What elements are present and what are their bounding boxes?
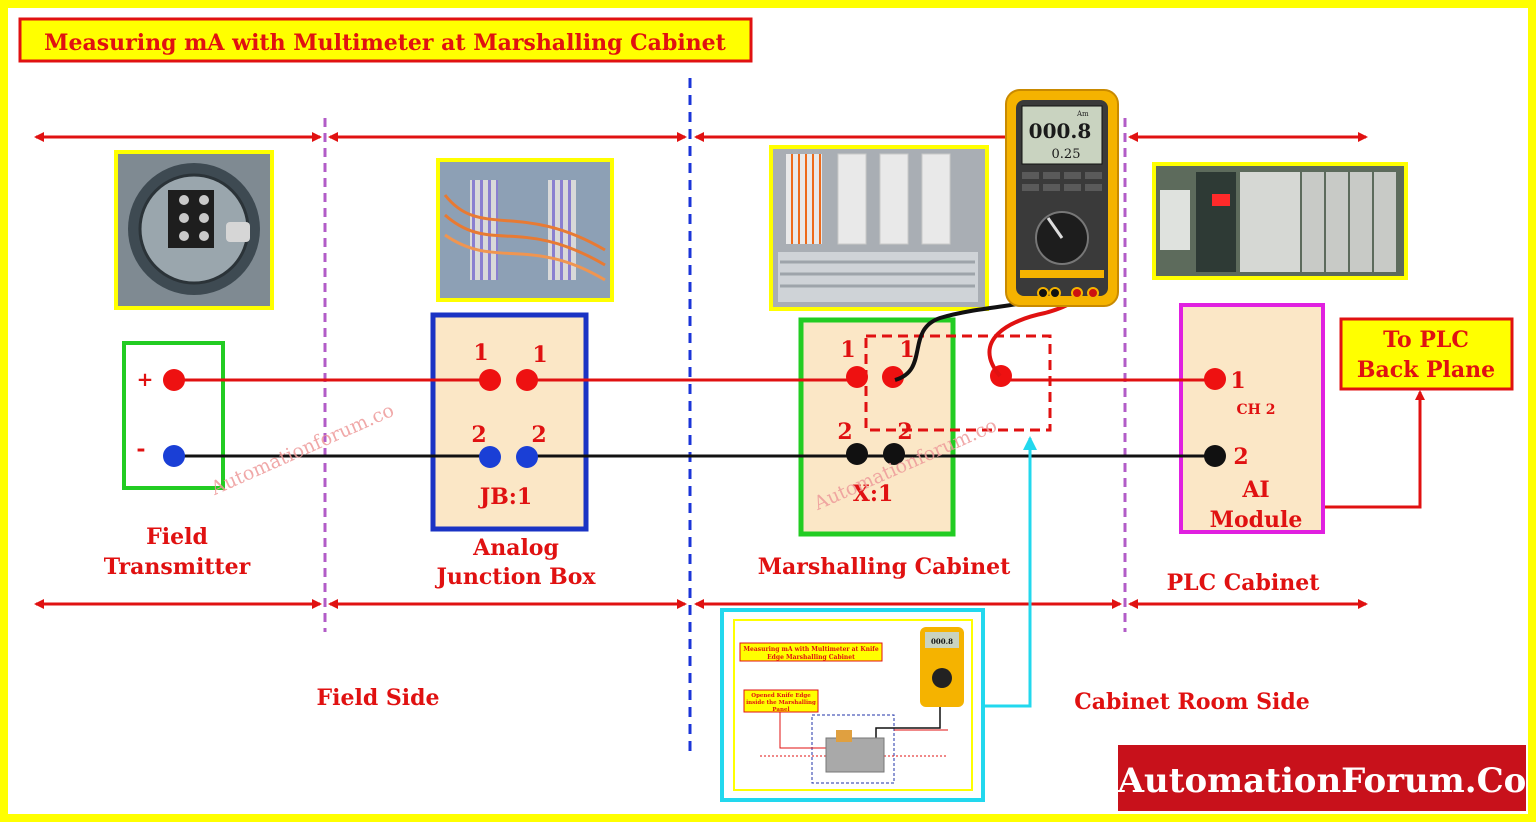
- inset-title-line2: Edge Marshalling Cabinet: [767, 654, 855, 661]
- transmitter-minus-terminal: [163, 445, 185, 467]
- marshalling-photo: [769, 145, 989, 311]
- ai-terminal-2: [1204, 445, 1226, 467]
- ai-label-line1: AI: [1241, 477, 1269, 503]
- multimeter-main-reading: 000.8: [1029, 119, 1092, 143]
- jb-terminal-2b: [516, 446, 538, 468]
- terminals: [163, 365, 1226, 468]
- jb-terminal-1b: [516, 369, 538, 391]
- jb-id-label: JB:1: [478, 484, 532, 510]
- inset-note-line1: Opened Knife Edge: [751, 693, 811, 699]
- inset-diagram: Measuring mA with Multimeter at Knife Ed…: [720, 608, 985, 802]
- x1-terminal-2b-label: 2: [897, 419, 912, 445]
- to-plc-box: To PLC Back Plane: [1339, 317, 1514, 391]
- ai-label-line2: Module: [1210, 507, 1303, 533]
- jb-box: 1 1 2 2 JB:1: [430, 312, 589, 532]
- jb-terminal-1a: [479, 369, 501, 391]
- brand-text: AutomationForum.Co: [1117, 761, 1527, 801]
- x1-id-label: X:1: [853, 481, 894, 507]
- jb-terminal-1a-label: 1: [473, 340, 488, 366]
- page-title: Measuring mA with Multimeter at Marshall…: [44, 30, 727, 56]
- x1-terminal-2a-label: 2: [837, 419, 852, 445]
- junction-box-photo: [436, 158, 614, 302]
- inset-pointer-arrowhead: [1023, 436, 1037, 450]
- inset-title-line1: Measuring mA with Multimeter at Knife: [743, 646, 878, 653]
- ai-module-box: 1 CH 2 2 AI Module: [1179, 303, 1325, 534]
- x1-terminal-1b: [882, 366, 904, 388]
- transmitter-photo: [114, 150, 274, 310]
- x1-terminal-2b: [883, 443, 905, 465]
- jb-label-line1: Analog: [472, 535, 559, 561]
- backplane-arrow: [1325, 390, 1425, 509]
- jb-label-line2: Junction Box: [434, 564, 596, 590]
- ai-terminal-1: [1204, 368, 1226, 390]
- to-plc-line2: Back Plane: [1357, 357, 1495, 383]
- jb-terminal-2a-label: 2: [471, 422, 486, 448]
- multimeter-unit: Am: [1076, 110, 1089, 118]
- jb-terminal-2a: [479, 446, 501, 468]
- field-side-label: Field Side: [317, 685, 440, 711]
- ai-channel-label: CH 2: [1237, 402, 1276, 418]
- transmitter-label-line1: Field: [146, 524, 208, 550]
- transmitter-label-line2: Transmitter: [104, 554, 251, 580]
- title-box: Measuring mA with Multimeter at Marshall…: [18, 17, 753, 63]
- x1-terminal-1a-label: 1: [840, 337, 855, 363]
- transmitter-minus-label: -: [136, 436, 145, 462]
- jb-terminal-1b-label: 1: [532, 342, 547, 368]
- plc-photo: [1152, 162, 1408, 280]
- multimeter: Am 000.8 0.25: [1005, 89, 1119, 307]
- inset-note-line3: Panel: [772, 707, 789, 713]
- marshalling-box: 1 1 2 2 X:1: [798, 317, 1052, 537]
- jb-terminal-2b-label: 2: [531, 422, 546, 448]
- ai-terminal-2-label: 2: [1233, 444, 1248, 470]
- inset-note-line2: inside the Marshalling: [746, 700, 816, 706]
- ai-terminal-1-label: 1: [1230, 368, 1245, 394]
- knife-edge-dashed-box: [864, 334, 1052, 432]
- plc-cabinet-label: PLC Cabinet: [1167, 570, 1321, 596]
- x1-terminal-1b-label: 1: [899, 337, 914, 363]
- inset-pointer-line: [983, 438, 1032, 708]
- x1-terminal-2a: [846, 443, 868, 465]
- marshalling-label: Marshalling Cabinet: [758, 554, 1011, 580]
- transmitter-plus-label: +: [137, 367, 154, 391]
- inset-multimeter-reading: 000.8: [931, 637, 953, 646]
- multimeter-sub-reading: 0.25: [1052, 147, 1081, 162]
- cabinet-room-side-label: Cabinet Room Side: [1074, 689, 1310, 715]
- to-plc-line1: To PLC: [1383, 327, 1469, 353]
- brand-banner: AutomationForum.Co: [1117, 745, 1527, 811]
- transmitter-plus-terminal: [163, 369, 185, 391]
- watermark-left: Automationforum.co: [207, 399, 397, 500]
- x1-terminal-1a: [846, 366, 868, 388]
